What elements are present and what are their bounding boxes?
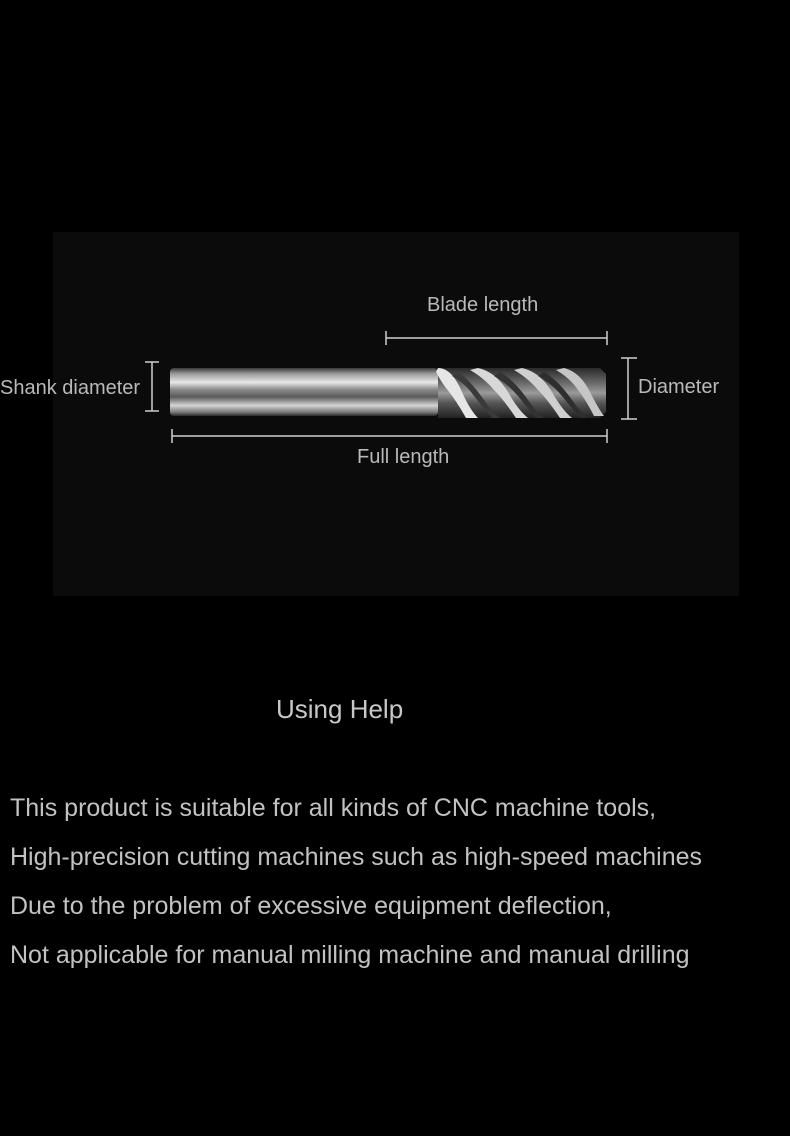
shank-diameter-label: Shank diameter: [0, 377, 141, 399]
help-line: High-precision cutting machines such as …: [10, 843, 703, 871]
end-mill-shank: [170, 368, 438, 416]
full-length-label: Full length: [357, 446, 450, 468]
blade-length-dimension: [385, 331, 608, 345]
end-mill-diagram: [145, 331, 637, 443]
help-line: This product is suitable for all kinds o…: [10, 794, 657, 822]
shank-diameter-dimension: [145, 361, 159, 412]
help-line: Due to the problem of excessive equipmen…: [10, 892, 612, 920]
help-line: Not applicable for manual milling machin…: [10, 941, 690, 969]
blade-length-label: Blade length: [427, 294, 539, 316]
full-length-dimension: [171, 429, 608, 443]
diameter-dimension: [621, 357, 637, 420]
using-help-text: This product is suitable for all kinds o…: [10, 793, 790, 989]
end-mill-flutes: [436, 368, 606, 418]
using-help-title: Using Help: [276, 694, 404, 724]
diameter-label: Diameter: [638, 376, 720, 398]
